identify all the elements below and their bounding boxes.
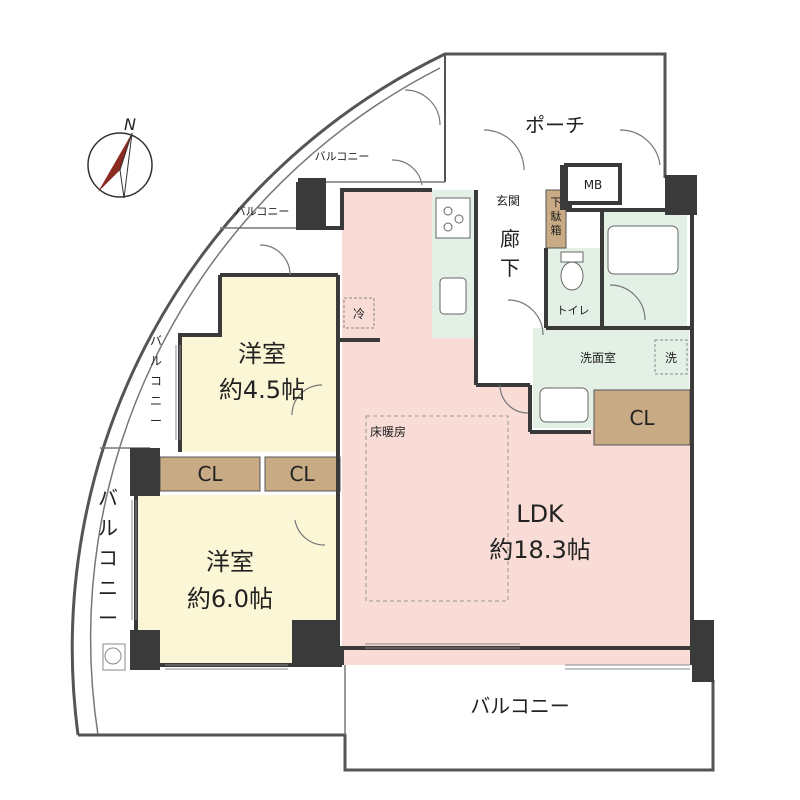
kitchen-sink: [439, 277, 467, 315]
fridge-box: [343, 297, 375, 329]
entrance-label: 玄関: [496, 193, 520, 208]
balcony-side-label-3: コ: [150, 374, 162, 388]
ldk-name: LDK: [516, 500, 565, 528]
stove: [435, 197, 471, 239]
windows: [131, 345, 690, 670]
western-room-1-size: 約4.5帖: [219, 376, 305, 404]
wash-basin: [539, 387, 589, 423]
western-room-2-name: 洋室: [206, 548, 254, 576]
corridor-label-2: 下: [500, 256, 520, 280]
balcony-side-label-4: ニ: [150, 394, 162, 408]
closet-2: [264, 456, 341, 492]
western-room-1-area: [180, 275, 338, 452]
mb-label: MB: [584, 178, 603, 192]
balcony-upper-left-label: バルコニー: [235, 205, 290, 218]
compass-ring: [87, 132, 153, 198]
closet-3-label: CL: [629, 406, 655, 430]
balcony-big-label-2: ル: [98, 516, 118, 540]
shoe-box-label-2: 駄: [551, 209, 562, 223]
closet-3: [593, 389, 691, 446]
balcony-bottom-label: バルコニー: [470, 694, 570, 718]
balcony-top-label: バルコニー: [315, 150, 370, 163]
western-room-2-size: 約6.0帖: [187, 585, 273, 613]
balcony-big-label-4: ニ: [98, 576, 118, 600]
balcony-big-label-1: バ: [98, 486, 118, 510]
entrance-area: [476, 190, 546, 210]
bathtub: [607, 225, 679, 275]
porch-label: ポーチ: [525, 113, 585, 137]
closet-1: [159, 456, 261, 492]
compass-label: N: [124, 115, 136, 134]
balcony-side-label-1: バ: [150, 334, 162, 348]
floor-heating-zone: [365, 415, 509, 602]
western-room-2-area: [136, 495, 338, 665]
washer-box: [654, 339, 688, 375]
washroom-label: 洗面室: [580, 350, 616, 365]
balcony-side-label-2: ル: [150, 354, 162, 368]
toilet-label: トイレ: [557, 304, 590, 317]
mb-box: [564, 163, 622, 205]
corridor-label-1: 廊: [500, 227, 520, 251]
balcony-big-label-5: ー: [98, 606, 118, 630]
fridge-label: 冷: [353, 307, 365, 321]
balcony-big-label-3: コ: [98, 546, 118, 570]
closet-2-label: CL: [289, 462, 315, 486]
wall-blocks: [130, 165, 714, 682]
bottom-balcony-outline: [78, 680, 715, 772]
toilet-bowl: [560, 261, 584, 291]
compass-needle-light: [119, 132, 133, 199]
ldk-size: 約18.3帖: [489, 536, 590, 564]
western-room-1-name: 洋室: [238, 340, 286, 368]
shoe-box-label-1: 下: [551, 196, 562, 209]
doors: [259, 89, 661, 546]
outdoor-unit: [104, 647, 122, 665]
washer-label: 洗: [665, 351, 677, 365]
shoe-box-label-3: 箱: [551, 223, 562, 237]
ldk-area: [342, 190, 692, 665]
compass-needle-dark: [98, 133, 132, 192]
floor-heating-label: 床暖房: [370, 424, 406, 439]
outer-balcony-outline: [70, 52, 667, 736]
balcony-side-label-5: ー: [150, 414, 162, 428]
closet-1-label: CL: [197, 462, 223, 486]
inner-balcony-outline: [89, 67, 441, 736]
